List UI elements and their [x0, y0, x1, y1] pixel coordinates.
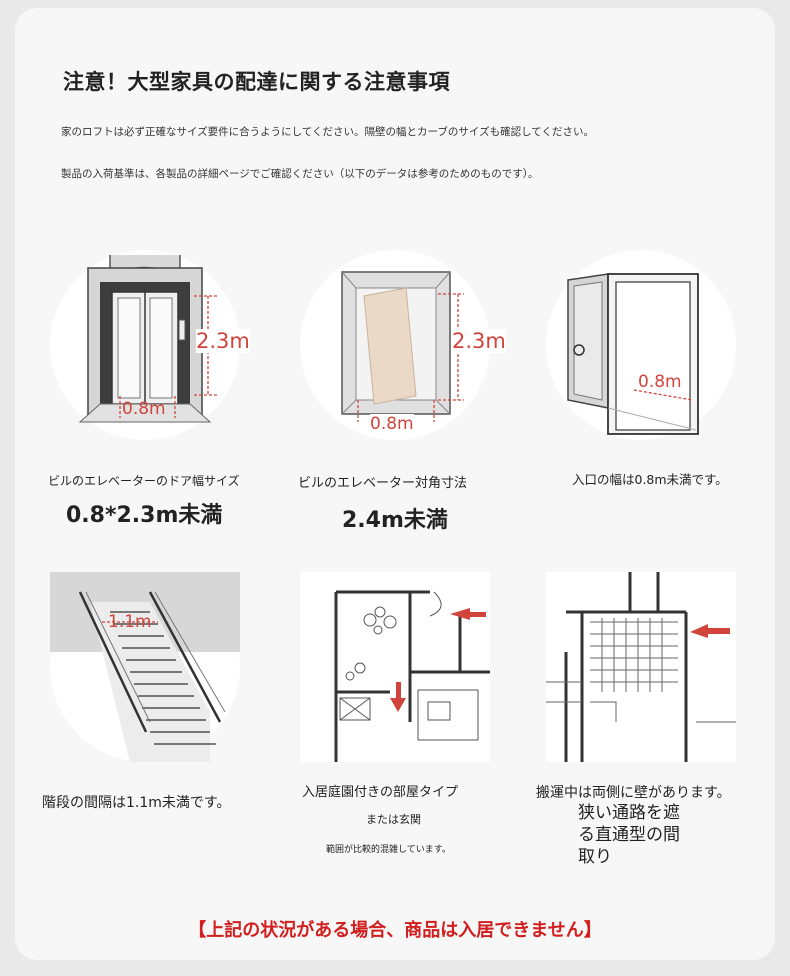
- elevator-door-value: 0.8*2.3m未満: [66, 503, 223, 528]
- elevator-door-height-label: 2.3m: [196, 329, 250, 353]
- corridor-extra-line-3: 取り: [578, 847, 612, 867]
- elevator-diagonal-height-label: 2.3m: [452, 329, 506, 353]
- garden-room-note: 範囲が比較的混雑しています。: [326, 845, 451, 855]
- elevator-diagonal-value: 2.4m未満: [342, 508, 448, 533]
- corridor-caption: 搬運中は両側に壁があります。: [536, 785, 731, 801]
- stairs-width-label: 1.1m: [108, 612, 152, 632]
- garden-room-sub: または玄関: [366, 813, 421, 826]
- elevator-door-caption: ビルのエレベーターのドア幅サイズ: [48, 474, 240, 488]
- footer-warning: 【上記の状況がある場合、商品は入居できません】: [188, 920, 602, 941]
- notice-card: [15, 8, 775, 960]
- stairs-illustration: 1.1m: [50, 572, 240, 762]
- note-loft: 家のロフトは必ず正確なサイズ要件に合うようにしてください。隔壁の幅とカーブのサイ…: [61, 126, 594, 138]
- elevator-diagonal-caption: ビルのエレベーター対角寸法: [298, 476, 468, 491]
- elevator-door-width-label: 0.8m: [122, 399, 166, 419]
- corridor-extra-line-2: る直通型の間: [578, 825, 680, 845]
- entrance-caption: 入口の幅は0.8m未満です。: [572, 472, 728, 487]
- elevator-diagonal-illustration: 2.3m 0.8m: [300, 250, 506, 440]
- stairs-caption: 階段の間隔は1.1m未満です。: [42, 795, 231, 811]
- entrance-width-label: 0.8m: [638, 372, 682, 392]
- elevator-door-illustration: 2.3m 0.8m: [50, 250, 250, 440]
- garden-room-illustration: [300, 572, 490, 762]
- entrance-illustration: 0.8m: [546, 250, 736, 440]
- note-standard: 製品の入荷基準は、各製品の詳細ページでご確認ください（以下のデータは参考のための…: [61, 168, 539, 180]
- elevator-diagonal-width-label: 0.8m: [370, 414, 414, 434]
- corridor-extra-line-1: 狭い通路を遮: [578, 803, 680, 823]
- page-title: 注意！大型家具の配達に関する注意事項: [63, 70, 450, 94]
- corridor-illustration: [546, 572, 736, 762]
- garden-room-caption: 入居庭園付きの部屋タイプ: [302, 785, 459, 800]
